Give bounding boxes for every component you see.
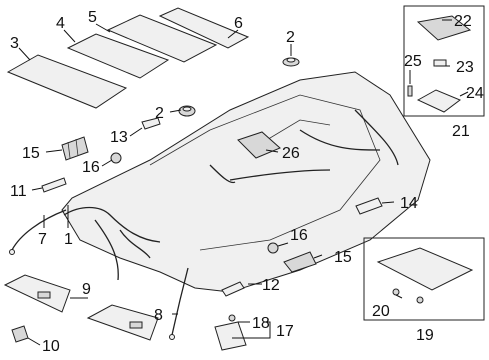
callout-26: 26 (282, 145, 300, 162)
callout-19: 19 (416, 327, 434, 344)
callout-25: 25 (404, 53, 422, 70)
callout-23: 23 (456, 59, 474, 76)
grommet-2-lower (178, 105, 196, 117)
insulation-pad-5 (106, 14, 218, 63)
callout-4: 4 (56, 15, 65, 32)
callout-5: 5 (88, 9, 97, 26)
sun-visor-left (3, 274, 71, 313)
callout-6: 6 (234, 15, 243, 32)
overhead-console-box-21 (403, 5, 485, 117)
callout-12: 12 (262, 277, 280, 294)
callout-7: 7 (38, 231, 47, 248)
assist-handle-12 (221, 281, 245, 297)
callout-1: 1 (64, 231, 73, 248)
sun-visor-right (86, 304, 159, 341)
map-lamp-box-19 (363, 237, 485, 321)
callout-9: 9 (82, 281, 91, 298)
insulation-pad-6 (158, 7, 250, 49)
bracket-15-upper (61, 136, 89, 161)
callout-17: 17 (276, 323, 294, 340)
cable-8 (169, 267, 189, 340)
grommet-2-upper (282, 57, 300, 67)
assist-handle-11 (41, 177, 67, 193)
wiring-harness-1 (63, 109, 399, 281)
visor-holder-10 (11, 325, 29, 343)
assist-handle-13 (141, 117, 161, 130)
callout-15-lower: 15 (334, 249, 352, 266)
callout-18: 18 (252, 315, 270, 332)
callout-11: 11 (10, 183, 27, 200)
callout-10: 10 (42, 338, 60, 355)
headliner (61, 71, 431, 293)
callout-24: 24 (466, 85, 484, 102)
insulation-pad-3 (6, 54, 128, 109)
vanity-lamp-17 (214, 314, 247, 351)
insulation-pad-4 (66, 33, 170, 79)
callout-15-upper: 15 (22, 145, 40, 162)
callout-13: 13 (110, 129, 128, 146)
callout-20: 20 (372, 303, 390, 320)
antenna-cable-7 (9, 209, 67, 255)
clip-16-lower (267, 242, 279, 254)
callout-22: 22 (454, 13, 472, 30)
callout-2-upper: 2 (286, 29, 295, 46)
bracket-15-lower (283, 251, 317, 273)
callout-16-upper: 16 (82, 159, 100, 176)
clip-16-upper (110, 152, 122, 164)
callout-labels: 3 4 5 6 2 2 13 15 16 11 14 7 1 26 16 15 … (10, 9, 484, 355)
assist-handle-14 (355, 197, 383, 215)
dome-light-26 (237, 131, 281, 159)
callout-16-lower: 16 (290, 227, 308, 244)
callout-14: 14 (400, 195, 418, 212)
callout-3: 3 (10, 35, 19, 52)
callout-21: 21 (452, 123, 470, 140)
callout-2-lower: 2 (155, 105, 164, 122)
leader-lines (18, 19, 469, 346)
callout-8: 8 (154, 307, 163, 324)
